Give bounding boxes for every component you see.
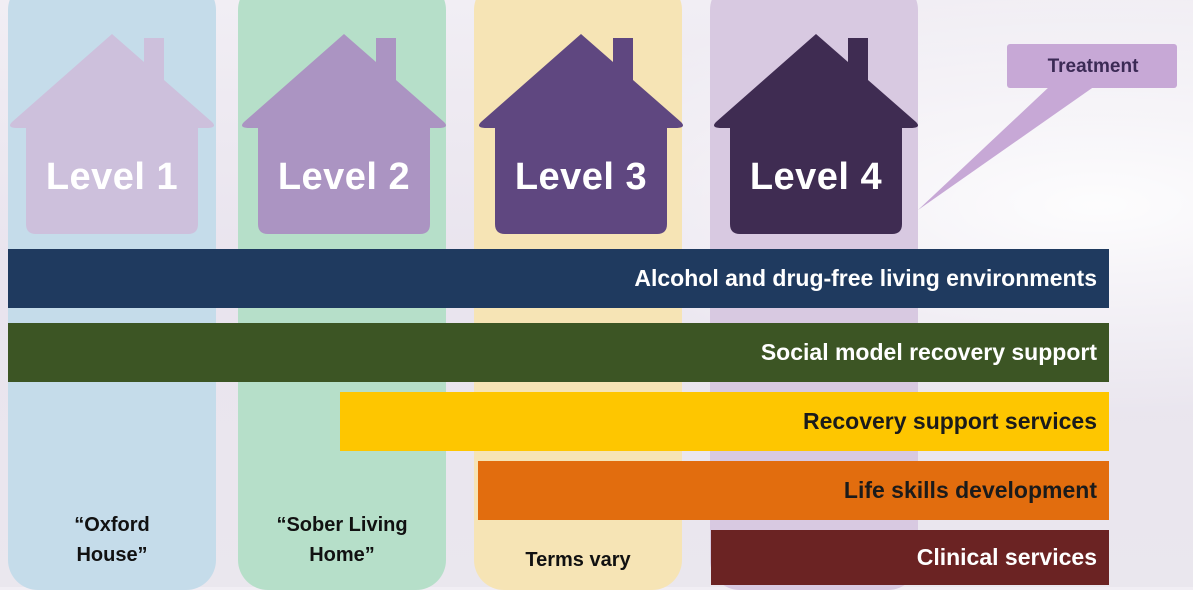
- level-2-caption: “Sober Living Home”: [238, 510, 446, 570]
- level-1-caption: “Oxford House”: [8, 510, 216, 570]
- caption-line: “Oxford: [74, 514, 150, 536]
- caption-line: Home”: [309, 544, 375, 566]
- level-1-label: Level 1: [45, 156, 179, 198]
- treatment-callout: [1007, 44, 1177, 88]
- caption-line: House”: [76, 544, 148, 566]
- level-2-house: Level 2: [238, 32, 450, 235]
- level-4-house: Level 4: [710, 32, 922, 235]
- level-3-house: Level 3: [475, 32, 687, 235]
- caption-line: “Sober Living: [276, 514, 408, 536]
- band-label: Social model recovery support: [760, 339, 1097, 365]
- treatment-label: Treatment: [1047, 56, 1139, 77]
- level-4-label: Level 4: [749, 156, 883, 198]
- band-living-environments: Alcohol and drug-free living environment…: [8, 249, 1109, 308]
- band-life-skills: Life skills development: [478, 461, 1109, 520]
- band-social-model: Social model recovery support: [8, 323, 1109, 382]
- band-label: Recovery support services: [802, 408, 1097, 434]
- band-label: Alcohol and drug-free living environment…: [634, 265, 1097, 291]
- house-icon: [242, 34, 446, 234]
- level-2-label: Level 2: [277, 156, 411, 198]
- band-label: Clinical services: [916, 544, 1097, 570]
- level-1-house: Level 1: [6, 32, 218, 235]
- house-icon: [714, 34, 918, 234]
- house-icon: [479, 34, 683, 234]
- band-recovery-support: Recovery support services: [340, 392, 1109, 451]
- band-label: Life skills development: [843, 477, 1097, 503]
- house-icon: [10, 34, 214, 234]
- band-clinical-services: Clinical services: [711, 530, 1109, 585]
- level-3-label: Level 3: [514, 156, 648, 198]
- level-3-caption: Terms vary: [525, 549, 631, 571]
